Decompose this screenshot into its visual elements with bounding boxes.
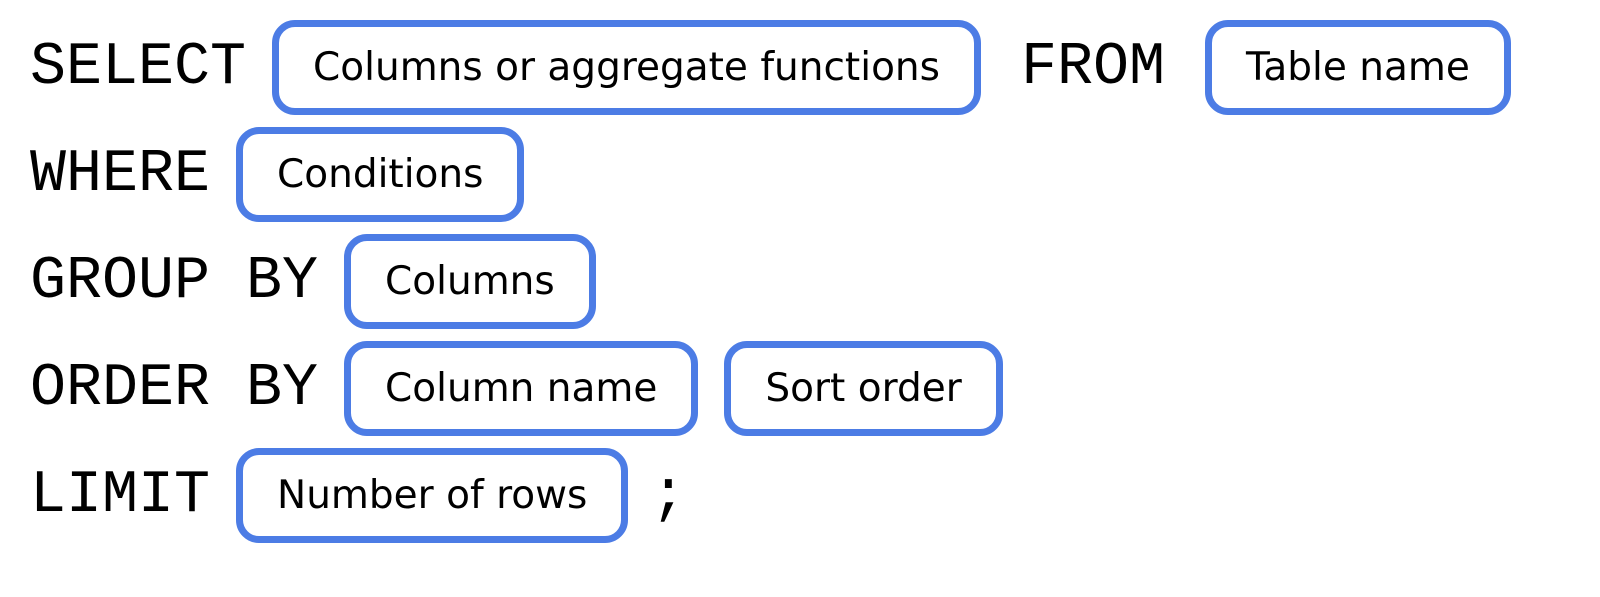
placeholder-box-number-of-rows: Number of rows: [236, 448, 629, 543]
placeholder-label: Conditions: [277, 152, 484, 197]
placeholder-box-conditions: Conditions: [236, 127, 525, 222]
sql-keyword-order-by: ORDER BY: [30, 354, 319, 423]
placeholder-label: Columns or aggregate functions: [313, 45, 940, 90]
placeholder-box-sort-order: Sort order: [724, 341, 1003, 436]
placeholder-box-table-name: Table name: [1205, 20, 1511, 115]
sql-keyword-select: SELECT: [30, 33, 247, 102]
sql-row-limit: LIMIT Number of rows ;: [30, 448, 1600, 543]
placeholder-box-columns: Columns: [344, 234, 596, 329]
sql-row-order-by: ORDER BY Column name Sort order: [30, 341, 1600, 436]
placeholder-box-columns-or-aggregate-functions: Columns or aggregate functions: [272, 20, 981, 115]
placeholder-label: Columns: [385, 259, 555, 304]
placeholder-label: Number of rows: [277, 473, 588, 518]
sql-semicolon: ;: [650, 461, 687, 530]
sql-keyword-limit: LIMIT: [30, 461, 211, 530]
placeholder-label: Column name: [385, 366, 658, 411]
sql-row-select-from: SELECT Columns or aggregate functions FR…: [30, 20, 1600, 115]
placeholder-label: Table name: [1246, 45, 1470, 90]
sql-keyword-group-by: GROUP BY: [30, 247, 319, 316]
sql-keyword-from: FROM: [1020, 33, 1165, 102]
sql-keyword-where: WHERE: [30, 140, 211, 209]
placeholder-label: Sort order: [765, 366, 962, 411]
sql-row-group-by: GROUP BY Columns: [30, 234, 1600, 329]
placeholder-box-column-name: Column name: [344, 341, 699, 436]
sql-row-where: WHERE Conditions: [30, 127, 1600, 222]
